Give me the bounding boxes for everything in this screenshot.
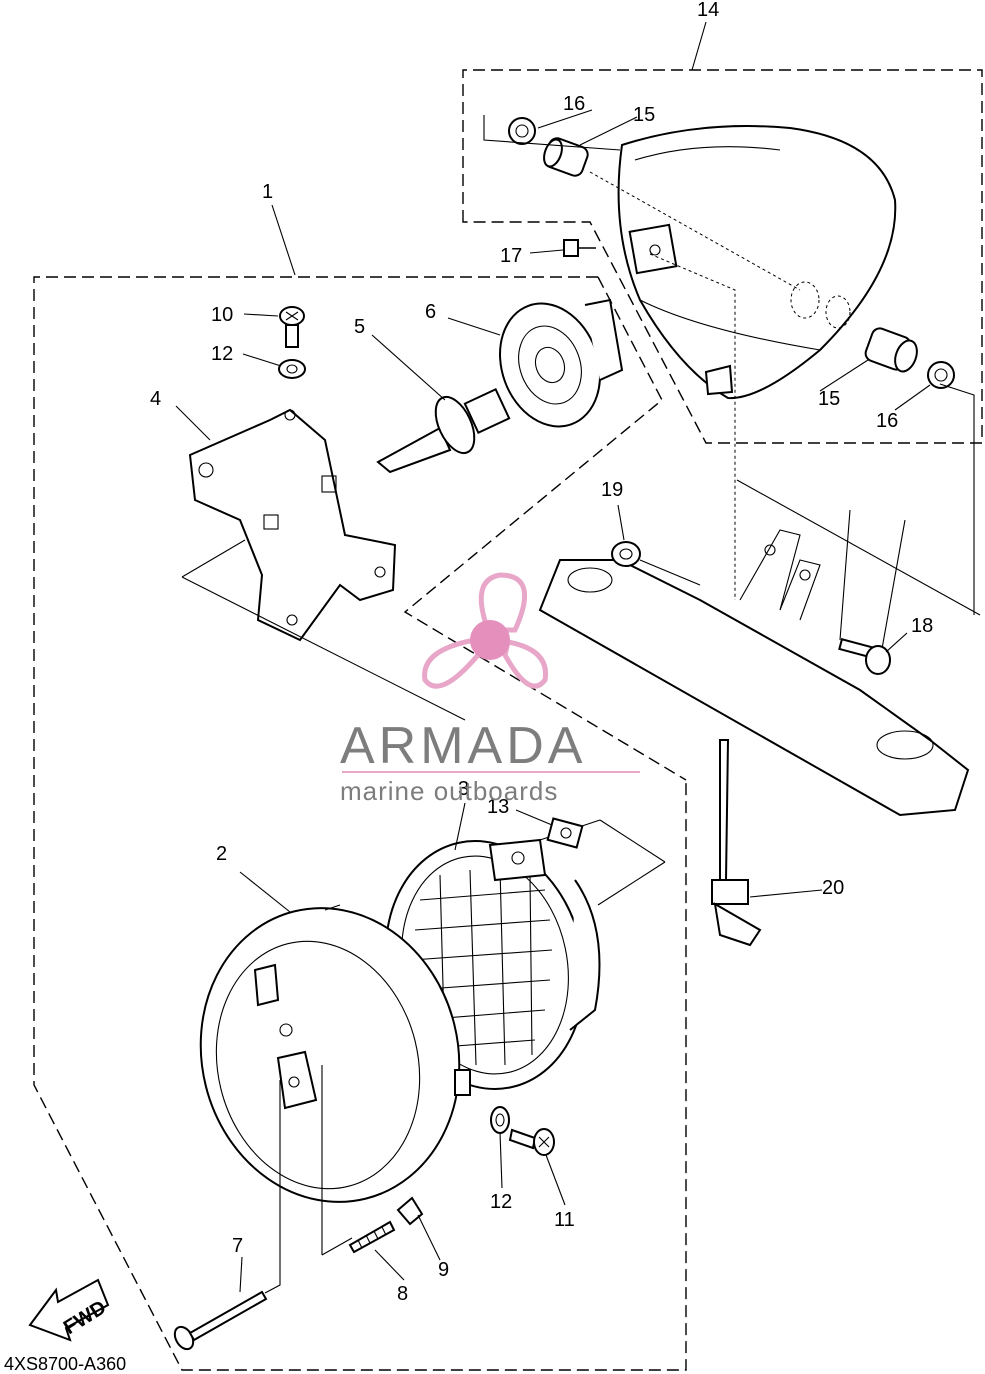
headlight-bracket (181, 408, 466, 721)
collar-15-right (864, 327, 918, 373)
assembly-14-boundary (462, 69, 983, 444)
callout-12-top: 12 (211, 343, 233, 365)
nut-13 (546, 817, 584, 849)
watermark-tagline: marine outboards (340, 776, 558, 806)
fork-bridge (538, 479, 981, 817)
watermark-brand: ARMADA (340, 717, 586, 775)
forward-arrow: FWD (28, 1278, 110, 1342)
callout-20: 20 (822, 877, 844, 899)
assembly-1-boundary (33, 276, 687, 1371)
callouts: 1 2 3 4 5 6 7 8 9 10 11 12 12 13 14 15 1… (150, 0, 933, 1305)
bushing-16-right (927, 361, 955, 389)
callout-11: 11 (554, 1209, 575, 1231)
callout-5: 5 (354, 316, 365, 338)
bulb-socket-cover (499, 298, 624, 428)
callout-14: 14 (697, 0, 719, 21)
callout-16-right: 16 (876, 410, 898, 432)
callout-15-top: 15 (633, 104, 655, 126)
washer-12-bottom (490, 1106, 510, 1134)
callout-4: 4 (150, 388, 161, 410)
callout-16-top: 16 (563, 93, 585, 115)
callout-8: 8 (397, 1283, 408, 1305)
screw-10 (279, 306, 305, 348)
propeller-icon (422, 572, 549, 689)
callout-10: 10 (211, 304, 233, 326)
screw-11 (508, 1128, 555, 1156)
bolt-18 (838, 638, 891, 675)
callout-6: 6 (425, 301, 436, 323)
nut-19 (611, 541, 701, 586)
spring-8 (348, 1220, 396, 1254)
callout-18: 18 (911, 615, 933, 637)
callout-17: 17 (500, 245, 522, 267)
screw-7 (173, 1080, 281, 1351)
cable-tie-20 (711, 739, 762, 947)
collar-15-left (543, 137, 589, 177)
washer-12-top (278, 359, 306, 379)
callout-7: 7 (232, 1235, 243, 1257)
bushing-16-left (508, 117, 536, 145)
headlight-housing (589, 125, 897, 600)
callout-1: 1 (262, 181, 273, 203)
adjuster-9 (396, 1196, 424, 1226)
callout-12-bottom: 12 (490, 1191, 512, 1213)
headlight-rim (199, 904, 471, 1256)
drawing-code: 4XS8700-A360 (4, 1354, 126, 1374)
callout-13: 13 (487, 796, 509, 818)
armada-watermark: ARMADA marine outboards (340, 572, 640, 806)
headlight-bulb (376, 387, 511, 474)
callout-19: 19 (601, 479, 623, 501)
leader-lines (175, 21, 975, 1293)
bolt-17 (563, 239, 596, 257)
callout-3: 3 (458, 778, 469, 800)
callout-9: 9 (438, 1259, 449, 1281)
callout-15-right: 15 (818, 388, 840, 410)
callout-2: 2 (216, 843, 227, 865)
